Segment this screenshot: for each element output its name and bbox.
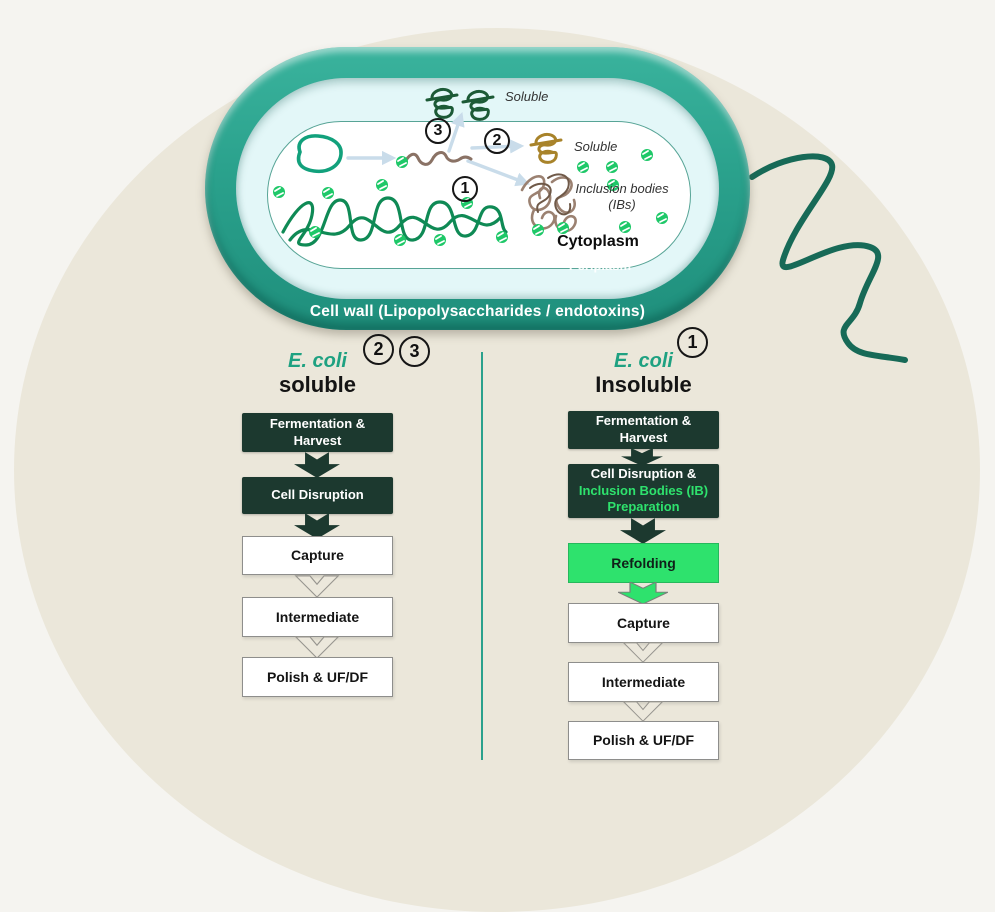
insoluble-step-capture: Capture	[568, 603, 719, 643]
soluble-cytoplasm-label: Soluble	[574, 139, 618, 154]
down-arrow-outline-icon	[623, 642, 663, 663]
ecoli-process-diagram: { "cell": { "wall_label": "Cell wall (Li…	[14, 28, 980, 912]
insoluble-step-intermediate: Intermediate	[568, 662, 719, 702]
insoluble-step-ib-preparation: Cell Disruption & Inclusion Bodies (IB) …	[568, 464, 719, 518]
cytoplasm-label: Cytoplasm	[557, 233, 639, 250]
inclusion-bodies-label: Inclusion bodies (IBs)	[575, 181, 669, 212]
soluble-step-fermentation: Fermentation & Harvest	[242, 413, 393, 452]
insoluble-badge-1: 1	[677, 327, 708, 358]
flagellum-icon	[749, 153, 908, 363]
pathway-number-2: 2	[484, 128, 510, 154]
soluble-step-capture: Capture	[242, 536, 393, 575]
plasmid-icon	[296, 134, 343, 174]
periplasm-label: Periplasm	[568, 258, 632, 273]
inclusion-bodies-icon	[520, 173, 577, 233]
ib-prep-line-secondary: Inclusion Bodies (IB) Preparation	[578, 482, 709, 515]
insoluble-step-fermentation: Fermentation & Harvest	[568, 411, 719, 449]
nascent-protein-icon	[395, 151, 473, 169]
soluble-step-cell-disruption: Cell Disruption	[242, 477, 393, 514]
insoluble-step-refolding: Refolding	[568, 543, 719, 583]
down-arrow-outline-icon	[295, 575, 339, 598]
down-arrow-icon	[294, 452, 340, 478]
pathway-number-3: 3	[425, 118, 451, 144]
soluble-step-polish: Polish & UF/DF	[242, 657, 393, 697]
insoluble-species-title: E. coli	[614, 350, 673, 372]
insoluble-step-polish: Polish & UF/DF	[568, 721, 719, 760]
cell-wall-label: Cell wall (Lipopolysaccharides / endotox…	[309, 303, 646, 320]
down-arrow-icon	[620, 518, 666, 544]
soluble-step-intermediate: Intermediate	[242, 597, 393, 637]
soluble-protein-periplasm-icon	[425, 87, 459, 119]
cell-interior-art	[272, 87, 669, 247]
dna-coil-icon	[281, 196, 508, 247]
soluble-badge-2: 2	[363, 334, 394, 365]
down-arrow-outline-icon	[295, 636, 339, 659]
soluble-species-title: E. coli	[288, 350, 347, 372]
soluble-badge-3: 3	[399, 336, 430, 367]
insoluble-form-title: Insoluble	[595, 372, 692, 397]
soluble-periplasm-label: Soluble	[505, 89, 549, 104]
soluble-protein-cytoplasm-icon	[529, 132, 563, 164]
down-arrow-outline-icon	[623, 701, 663, 722]
column-divider	[481, 352, 483, 760]
down-arrow-green-icon	[618, 582, 668, 604]
ib-prep-line-primary: Cell Disruption &	[590, 465, 697, 481]
soluble-protein-periplasm-icon	[461, 89, 495, 121]
soluble-form-title: soluble	[278, 372, 356, 397]
pathway-number-1: 1	[452, 176, 478, 202]
